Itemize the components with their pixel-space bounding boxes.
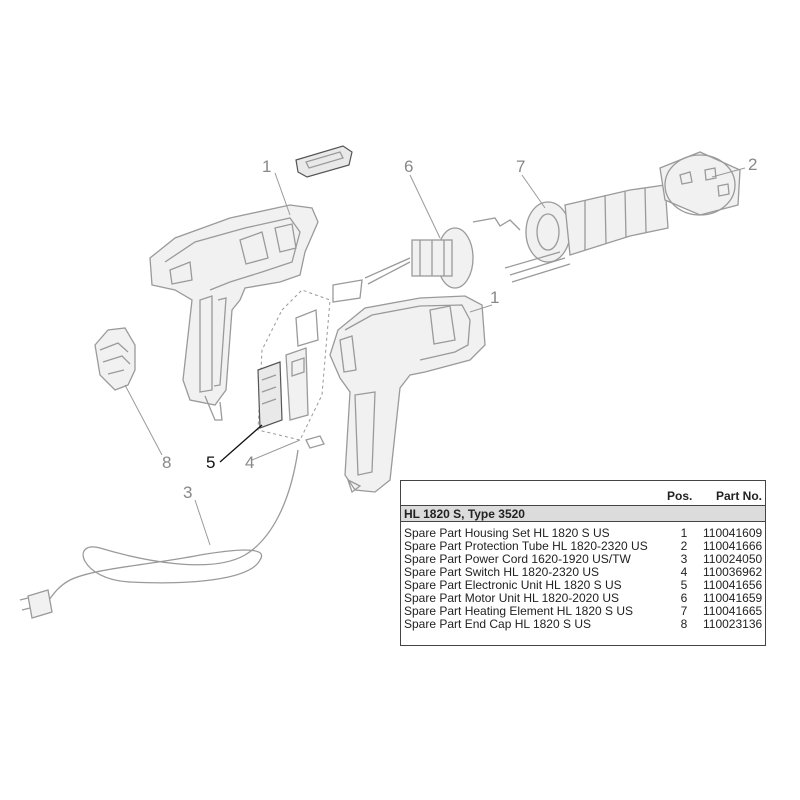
housing-half-right [329,295,486,494]
table-row: Spare Part Protection Tube HL 1820-2320 … [401,540,765,553]
callout-6: 6 [404,157,413,176]
insulation-plate [332,279,363,303]
row-description: Spare Part Protection Tube HL 1820-2320 … [404,539,648,553]
protection-tube [659,151,741,216]
row-part-number: 110041656 [703,578,763,592]
table-row: Spare Part Housing Set HL 1820 S US 1 1100… [401,527,765,540]
leader-line-5 [219,424,263,463]
callout-7: 7 [516,157,525,176]
row-part-number: 110024050 [703,552,763,566]
heating-element [504,184,669,283]
row-position: 8 [680,617,688,631]
table-row: Spare Part Motor Unit HL 1820-2020 US 6 11… [401,592,765,605]
callout-2: 2 [748,155,757,174]
callout-4: 4 [245,453,254,472]
row-position: 7 [680,604,688,618]
table-row: Spare Part End Cap HL 1820 S US 8 11002313… [401,618,765,631]
callout-5: 5 [206,453,215,472]
row-description: Spare Part Power Cord 1620-1920 US/TW [404,552,631,566]
model-title: HL 1820 S, Type 3520 [404,507,525,521]
row-part-number: 110023136 [703,617,763,631]
spare-parts-table: Pos. Part No. HL 1820 S, Type 3520 Spare… [400,480,766,646]
row-position: 1 [680,526,688,540]
motor-unit [364,227,474,289]
row-position: 5 [680,578,688,592]
model-row: HL 1820 S, Type 3520 [401,505,765,522]
table-header: Pos. Part No. [401,481,765,503]
electronic-unit [257,309,319,429]
row-position: 2 [680,539,688,553]
table-row: Spare Part Electronic Unit HL 1820 S US 5… [401,579,765,592]
housing-half-left [149,204,319,421]
end-cap [94,327,136,391]
row-description: Spare Part Motor Unit HL 1820-2020 US [404,591,619,605]
row-position: 3 [680,552,688,566]
callout-8: 8 [162,453,171,472]
row-position: 6 [680,591,688,605]
row-description: Spare Part Housing Set HL 1820 S US [404,526,610,540]
row-part-number: 110041659 [703,591,763,605]
callout-3: 3 [183,483,192,502]
row-position: 4 [680,565,688,579]
row-description: Spare Part Electronic Unit HL 1820 S US [404,578,622,592]
row-description: Spare Part End Cap HL 1820 S US [404,617,591,631]
callout-1-left: 1 [262,157,271,176]
row-part-number: 110041666 [703,539,763,553]
pos-header: Pos. [667,489,693,503]
switch-part [305,435,325,449]
power-cord [19,449,299,619]
callout-1-right: 1 [490,288,499,307]
row-description: Spare Part Switch HL 1820-2320 US [404,565,599,579]
leader-lines [124,167,746,546]
row-description: Spare Part Heating Element HL 1820 S US [404,604,634,618]
heating-wire-link [472,217,521,231]
electronics-outline [257,289,331,441]
row-part-number: 110041609 [703,526,763,540]
row-part-number: 110036962 [703,565,763,579]
part-number-header: Part No. [716,489,763,503]
table-row: Spare Part Heating Element HL 1820 S US 7… [401,605,765,618]
switch-cover [295,145,353,178]
row-part-number: 110041665 [703,604,763,618]
table-row: Spare Part Switch HL 1820-2320 US 4 110036… [401,566,765,579]
table-row: Spare Part Power Cord 1620-1920 US/TW 3 11… [401,553,765,566]
